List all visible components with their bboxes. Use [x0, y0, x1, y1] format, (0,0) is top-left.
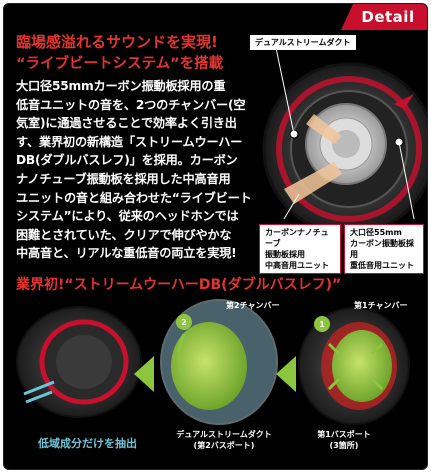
- driver-cutaway-illustration: [262, 47, 427, 236]
- body-line: 大口径55mmカーボン振動板採用の重: [16, 79, 226, 93]
- duct-label-line: (第2バスポート): [193, 441, 255, 450]
- detail-panel: Detail 臨場感溢れるサウンドを実現! “ライブビートシステム”を搭載 大口…: [3, 3, 428, 470]
- label-bass-unit: 大口径55mm カーボン振動板採用 重低音用ユニット: [344, 224, 424, 274]
- body-line: ナノチューブ振動板を採用した中高音用: [16, 171, 231, 186]
- bass-reflex-diagram: [16, 299, 410, 425]
- port1-label-line: (3箇所): [329, 441, 359, 450]
- marker-2: 2: [181, 318, 187, 327]
- detail-badge: Detail: [341, 4, 427, 30]
- body-line: システム”により、従来のヘッドホンでは: [16, 209, 239, 224]
- label-mid-high-unit: カーボンナノチューブ 振動板採用 中高音用ユニット: [259, 224, 341, 274]
- label-bass-line: 大口径55mm: [350, 228, 402, 237]
- label-chamber-1: 第1チャンバー: [354, 301, 408, 310]
- label-port1: 第1バスポート (3箇所): [309, 429, 379, 451]
- headline-line2: “ライブビートシステム”を搭載: [16, 56, 224, 72]
- body-line: 困難とされていた、クリアで伸びやかな: [16, 227, 232, 242]
- section2-title: 業界初!“ストリームウーハーDB(ダブルバスレフ)”: [16, 277, 342, 293]
- headline-line1: 臨場感溢れるサウンドを実現!: [16, 33, 218, 51]
- body-line: す、業界初の新構造「ストリームウーハー: [16, 134, 243, 149]
- label-mid-line: 中高音用ユニット: [265, 261, 329, 270]
- label-duct-port2: デュアルストリームダクト (第2バスポート): [169, 429, 279, 451]
- body-line: 気室)に通過させることで効率よく引き出: [16, 116, 237, 131]
- port1-label-line: 第1バスポート: [317, 430, 371, 439]
- body-line: DB(ダブルバスレフ)」を採用。カーボン: [16, 153, 238, 168]
- label-bass-line: 重低音用ユニット: [350, 261, 414, 270]
- low-frequency-caption: 低域成分だけを抽出: [38, 437, 137, 450]
- duct-label-line: デュアルストリームダクト: [176, 430, 272, 439]
- body-line: 中高音と、リアルな重低音の両立を実現!: [16, 246, 237, 261]
- marker-1: 1: [319, 320, 325, 329]
- body-line: 低音ユニットの音を、2つのチャンバー(空: [16, 97, 246, 112]
- body-line: ユニットの音と組み合わせた“ライブビート: [16, 190, 252, 205]
- label-mid-line: カーボンナノチューブ: [265, 228, 329, 248]
- label-dual-stream-duct: デュアルストリームダクト: [250, 35, 356, 50]
- label-bass-line: カーボン振動板採用: [350, 239, 414, 259]
- label-chamber-2: 第2チャンバー: [226, 301, 280, 310]
- label-mid-line: 振動板採用: [265, 250, 305, 259]
- body-text: 大口径55mmカーボン振動板採用の重 低音ユニットの音を、2つのチャンバー(空 …: [16, 77, 252, 263]
